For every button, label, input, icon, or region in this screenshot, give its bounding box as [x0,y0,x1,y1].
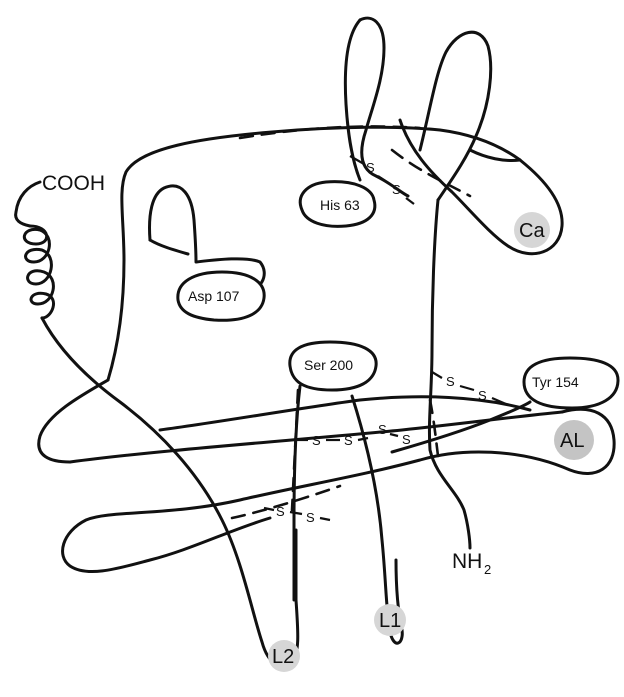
sulfur-label: S [366,160,375,175]
al-site: AL [554,420,594,460]
sulfur-label: S [446,374,455,389]
c-terminus-label: COOH [42,172,105,195]
asp-connector [150,240,188,254]
asp-107-label: Asp 107 [188,288,240,304]
sulfur-label: S [378,422,387,437]
ser-200-label: Ser 200 [304,357,353,373]
lower-strand-d [63,409,615,571]
l1-label: L1 [379,610,401,632]
tyr-strand [392,402,530,452]
left-hairpin-down [345,20,360,180]
n-terminus-subscript: 2 [484,562,491,577]
sulfur-label: S [402,432,411,447]
sulfur-label: S [392,182,401,197]
ser-200-residue: Ser 200 [290,342,376,390]
n-terminus-label: NH 2 [452,550,491,577]
c-terminal-tail [16,182,40,226]
tyr-154-residue: Tyr 154 [524,358,618,408]
his-63-label: His 63 [320,197,360,213]
al-label: AL [560,430,584,452]
l2-site: L2 [268,640,300,672]
n-terminus-text: NH [452,550,482,573]
l1-site: L1 [374,604,406,636]
asp-107-residue: Asp 107 [178,272,264,320]
strand-to-l2 [42,318,298,667]
sulfur-label: S [312,433,321,448]
sulfur-label: S [276,504,285,519]
sulfur-label: S [344,433,353,448]
his-63-residue: His 63 [300,182,375,227]
c-terminal-helix [24,226,53,318]
sulfur-label: S [478,388,487,403]
lower-strand-a [39,380,108,462]
l2-label: L2 [272,646,294,668]
tyr-154-label: Tyr 154 [532,374,579,390]
ca-label: Ca [519,220,545,242]
sulfur-label: S [306,510,315,525]
ca-site: Ca [514,212,550,248]
